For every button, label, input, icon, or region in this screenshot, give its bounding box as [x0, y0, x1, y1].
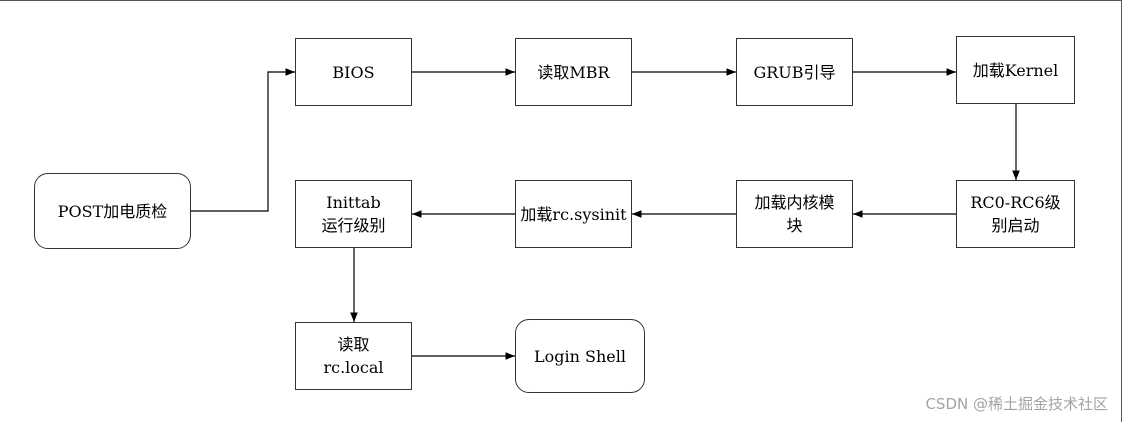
- node-rc-levels-line-1: RC0-RC6级: [970, 193, 1061, 212]
- node-read-mbr-label: 读取MBR: [537, 62, 610, 82]
- node-rc-levels-line-2: 别启动: [991, 216, 1040, 235]
- node-rc-levels: RC0-RC6级 别启动: [956, 180, 1075, 248]
- node-bios-label: BIOS: [332, 62, 375, 82]
- node-rc-local-line-2: rc.local: [323, 358, 384, 377]
- node-inittab: Inittab 运行级别: [295, 180, 412, 248]
- node-post-label: POST加电质检: [57, 201, 168, 221]
- node-load-kernel-label: 加载Kernel: [972, 60, 1059, 80]
- node-grub: GRUB引导: [736, 38, 853, 106]
- node-load-modules-line-1: 加载内核模: [754, 193, 835, 212]
- node-post: POST加电质检: [34, 173, 191, 249]
- watermark: CSDN @稀土掘金技术社区: [925, 395, 1108, 413]
- node-bios: BIOS: [295, 38, 412, 106]
- node-login-shell-label: Login Shell: [534, 346, 626, 366]
- node-rc-sysinit: 加载rc.sysinit: [515, 180, 632, 248]
- node-inittab-line-2: 运行级别: [321, 216, 386, 235]
- node-rc-local-line-1: 读取: [337, 335, 370, 354]
- node-login-shell: Login Shell: [515, 319, 645, 393]
- node-load-kernel: 加载Kernel: [956, 36, 1075, 104]
- node-read-mbr: 读取MBR: [515, 38, 632, 106]
- node-inittab-line-1: Inittab: [326, 193, 381, 212]
- node-load-modules-line-2: 块: [786, 216, 803, 235]
- node-rc-local: 读取 rc.local: [295, 322, 412, 390]
- node-rc-sysinit-label: 加载rc.sysinit: [520, 204, 627, 224]
- edge-post-to-bios: [191, 68, 295, 212]
- node-load-modules: 加载内核模 块: [736, 180, 853, 248]
- node-grub-label: GRUB引导: [753, 62, 836, 82]
